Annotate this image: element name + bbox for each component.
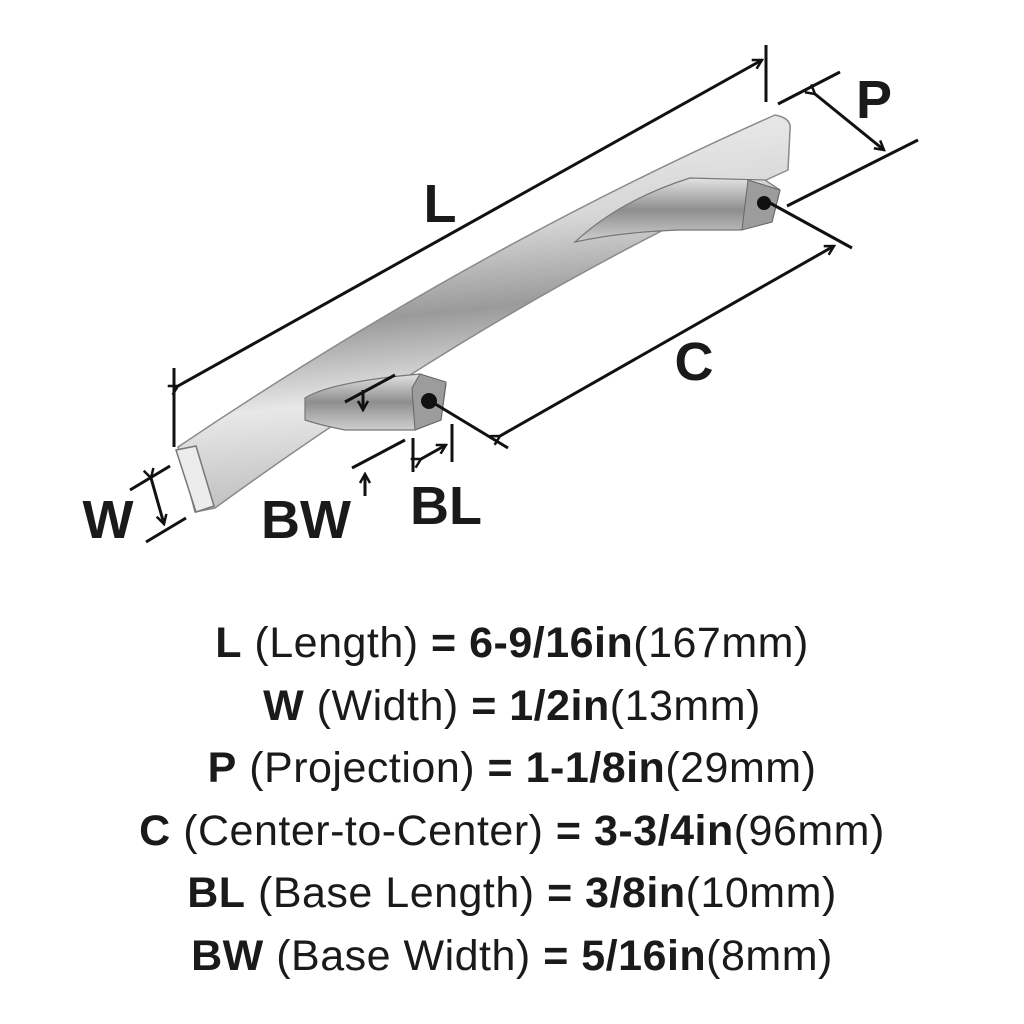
spec-eq: = bbox=[471, 681, 497, 730]
spec-metric: (10mm) bbox=[685, 869, 837, 917]
label-C: C bbox=[675, 332, 714, 392]
spec-code: BL bbox=[187, 869, 246, 917]
left-screw-hole bbox=[421, 393, 437, 409]
spec-metric: (96mm) bbox=[733, 806, 885, 855]
spec-imperial: 3/8in bbox=[585, 869, 686, 917]
spec-name: (Base Width) bbox=[276, 931, 531, 980]
label-P: P bbox=[856, 70, 892, 130]
spec-imperial: 3-3/4in bbox=[593, 806, 734, 855]
spec-code: P bbox=[207, 744, 237, 792]
center-arrow bbox=[500, 244, 834, 436]
spec-metric: (13mm) bbox=[609, 681, 761, 730]
spec-metric: (29mm) bbox=[665, 744, 817, 792]
handle-bar bbox=[177, 114, 791, 513]
width-arrow bbox=[151, 478, 164, 524]
projection-arrow bbox=[815, 94, 884, 150]
spec-code: BW bbox=[191, 931, 264, 980]
spec-center-to-center: C (Center-to-Center) = 3-3/4in(96mm) bbox=[0, 800, 1024, 863]
label-W: W bbox=[83, 490, 134, 550]
spec-name: (Base Length) bbox=[258, 869, 535, 917]
spec-code: L bbox=[215, 619, 242, 667]
handle-end-face bbox=[175, 445, 215, 513]
spec-code: W bbox=[263, 681, 305, 730]
label-L: L bbox=[424, 174, 457, 234]
handle-dimension-diagram: L P C W BW BL bbox=[83, 45, 919, 550]
spec-eq: = bbox=[555, 806, 582, 855]
spec-eq: = bbox=[487, 744, 514, 792]
base-length-arrow bbox=[421, 443, 446, 459]
length-arrow bbox=[178, 58, 762, 386]
label-BW: BW bbox=[261, 490, 351, 550]
dimension-lines bbox=[129, 45, 919, 544]
spec-metric: (167mm) bbox=[633, 619, 809, 667]
spec-name: (Center-to-Center) bbox=[183, 806, 544, 855]
spec-eq: = bbox=[431, 619, 457, 667]
spec-eq: = bbox=[543, 931, 569, 980]
spec-imperial: 1/2in bbox=[509, 681, 610, 730]
cabinet-pull-handle bbox=[175, 114, 791, 513]
spec-imperial: 1-1/8in bbox=[525, 744, 666, 792]
spec-imperial: 5/16in bbox=[581, 931, 707, 980]
right-screw-hole bbox=[757, 196, 771, 210]
spec-code: C bbox=[139, 806, 171, 855]
spec-projection: P (Projection) = 1-1/8in(29mm) bbox=[0, 737, 1024, 800]
spec-name: (Width) bbox=[316, 681, 459, 730]
spec-imperial: 6-9/16in bbox=[469, 619, 634, 667]
spec-metric: (8mm) bbox=[706, 931, 833, 980]
spec-width: W (Width) = 1/2in(13mm) bbox=[0, 675, 1024, 738]
spec-eq: = bbox=[547, 869, 573, 917]
dimension-specs-list: L (Length) = 6-9/16in(167mm) W (Width) =… bbox=[0, 612, 1024, 987]
spec-name: (Projection) bbox=[249, 744, 476, 792]
spec-base-width: BW (Base Width) = 5/16in(8mm) bbox=[0, 925, 1024, 988]
spec-length: L (Length) = 6-9/16in(167mm) bbox=[0, 612, 1024, 675]
spec-base-length: BL (Base Length) = 3/8in(10mm) bbox=[0, 862, 1024, 925]
label-BL: BL bbox=[410, 476, 482, 536]
spec-name: (Length) bbox=[254, 619, 419, 667]
